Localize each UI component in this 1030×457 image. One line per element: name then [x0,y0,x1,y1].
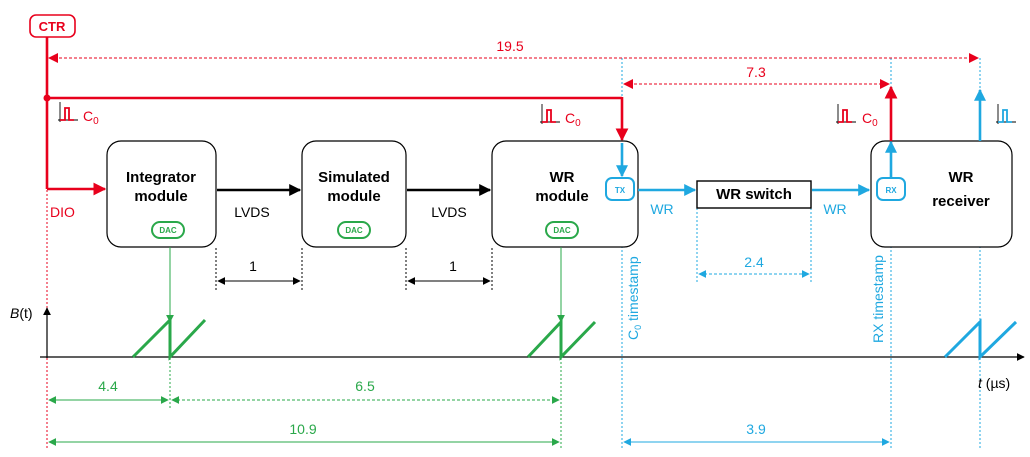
dac-label: DAC [553,226,571,235]
pulse-icon [996,104,1016,124]
dio-to-dac2-span: 10.9 [48,421,560,446]
dio-to-dac1-label: 4.4 [98,378,118,394]
dac-chip [151,221,185,239]
tx-label: TX [615,186,626,195]
sim-to-wr-label: 1 [449,258,457,274]
total-span-label: 19.5 [496,38,523,54]
dio-to-dac2-label: 10.9 [289,421,316,437]
ramp-waveform-dac2 [526,318,597,361]
rx-label: RX [885,186,897,195]
pulse-icon [540,104,560,124]
tx-to-rx-span: 3.9 [623,421,890,446]
wr-link-label: WR [650,201,673,217]
simulated-module: Simulated module DAC [301,140,407,248]
dac-chip [545,221,579,239]
total-span: 19.5 [48,38,979,63]
dio-to-dac1-span: 4.4 [48,378,169,404]
dac-chip [337,221,371,239]
junction-dot [43,94,51,102]
dac1-to-dac2-span: 6.5 [171,378,560,404]
pulse-icon [836,104,856,124]
c0-to-rx-span: 7.3 [623,64,890,89]
guide-lines [46,58,981,448]
ctr-box: CTR [29,14,76,38]
wr-module-title: WR [550,169,575,186]
wr-receiver-title: WR [949,169,974,186]
int-to-sim-span: 1 [217,258,301,285]
ctr-label: CTR [39,19,66,34]
dac1-to-dac2-label: 6.5 [355,378,375,394]
wr-receiver: WR receiver RX [870,140,1013,248]
lvds-link: LVDS [407,184,492,220]
wr-switch-title: WR switch [716,186,792,203]
tx-to-rx-label: 3.9 [746,421,766,437]
pulse-icon [58,102,78,122]
sim-to-wr-span: 1 [407,258,491,285]
c0-label: C0 [565,110,581,129]
lvds-label: LVDS [234,204,270,220]
dac-label: DAC [159,226,177,235]
int-to-sim-label: 1 [249,258,257,274]
dac-label: DAC [345,226,363,235]
wr-switch: WR switch [696,180,812,209]
wr-switch-span: 2.4 [698,254,810,278]
b-axis: B(t) t (µs) [10,305,1025,391]
c0-label: C0 [862,110,878,129]
lvds-label: LVDS [431,204,467,220]
y-axis-label: B(t) [10,305,33,321]
c0-label: C0 [83,108,99,127]
c0-timestamp-label: C0 timestamp [625,256,643,340]
wr-receiver-subtitle: receiver [932,193,990,210]
wr-link: WR [638,184,697,217]
lvds-link: LVDS [217,184,302,220]
c0-to-rx-label: 7.3 [746,64,766,80]
wr-switch-span-label: 2.4 [744,254,764,270]
ramp-waveform-dac1 [131,316,207,361]
ramp-waveform-receiver [943,318,1018,361]
wr-link-label: WR [823,201,846,217]
rx-timestamp-label: RX timestamp [870,255,886,343]
simulated-title: Simulated [318,169,390,186]
wr-module-subtitle: module [535,188,588,205]
integrator-module: Integrator module DAC [106,140,217,248]
dio-label: DIO [50,204,75,220]
tx-chip [605,177,635,201]
wr-module: WR module DAC TX [491,140,639,248]
simulated-subtitle: module [327,188,380,205]
integrator-subtitle: module [134,188,187,205]
ctr-distribution-lines [43,37,629,196]
integrator-title: Integrator [126,169,196,186]
x-axis-label: t (µs) [978,375,1010,391]
wr-link: WR [812,184,871,217]
